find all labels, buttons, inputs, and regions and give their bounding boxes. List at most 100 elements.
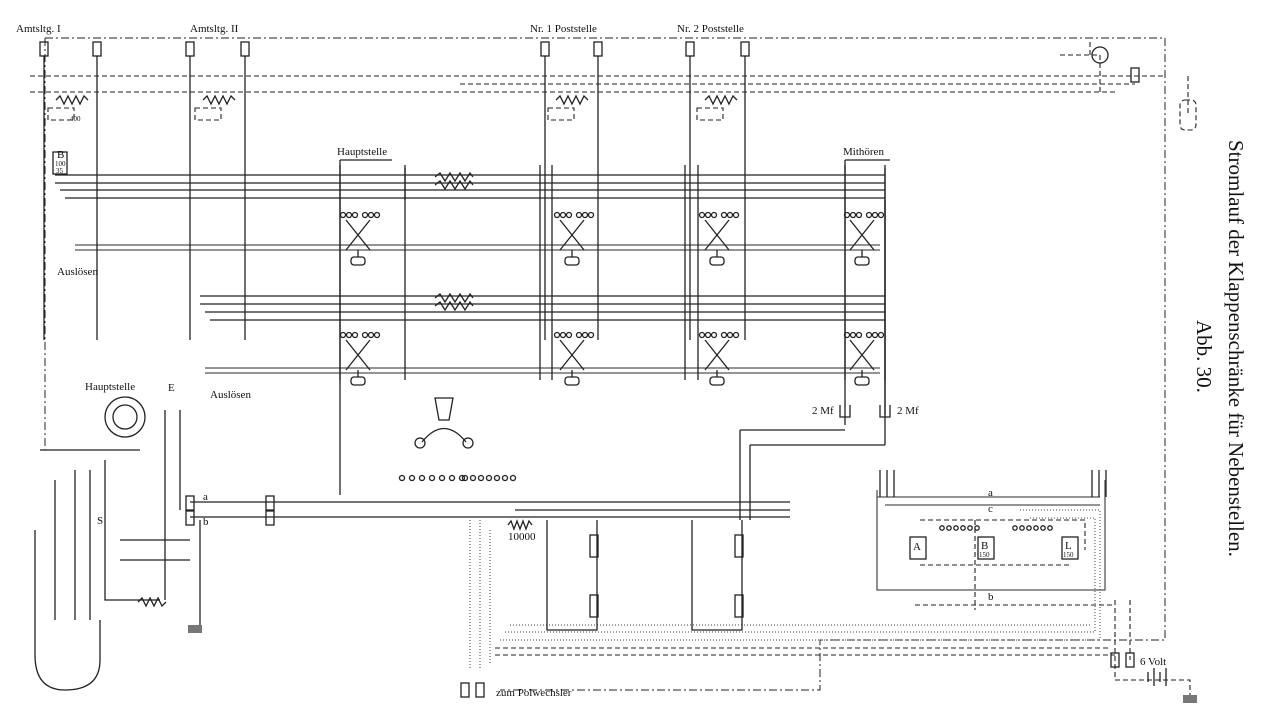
relay-contact: [939, 525, 945, 531]
switch-spring: [849, 339, 875, 371]
label-terminal-b: b: [203, 516, 209, 528]
key-contact: [458, 474, 466, 482]
jack-contact: [849, 211, 857, 219]
generated-elements: [39, 41, 1140, 698]
label-amtsltg-1: Amtsltg. I: [16, 23, 61, 35]
label-mithoeren: Mithören: [843, 146, 884, 158]
terminal-jack: [460, 682, 470, 698]
jack-contact: [339, 331, 347, 339]
relay-contact: [1026, 525, 1032, 531]
jack-contact: [581, 211, 589, 219]
key-contact: [418, 474, 426, 482]
drop-indicator: [704, 94, 738, 106]
jack-contact: [587, 331, 595, 339]
key-contact: [477, 474, 485, 482]
ground-icon: [1183, 695, 1197, 703]
lamp-icon: [350, 376, 366, 386]
switch-spring: [704, 219, 730, 251]
key-contact: [485, 474, 493, 482]
jack-contact: [726, 331, 734, 339]
lamp-icon: [854, 376, 870, 386]
relay-contact: [974, 525, 980, 531]
relay-group: [691, 520, 743, 631]
drop-relay-b: [52, 151, 68, 175]
label-s: S: [97, 515, 103, 527]
label-polwechsler: zum Polwechsler: [496, 687, 572, 699]
terminal-jack: [265, 495, 275, 511]
lamp-icon: [854, 256, 870, 266]
terminal-jack: [685, 41, 695, 57]
jack-contact: [855, 211, 863, 219]
label-poststelle-2: Nr. 2 Poststelle: [677, 23, 744, 35]
drop-indicator-frame: [547, 107, 575, 121]
label-hauptstelle-bottom: Hauptstelle: [85, 381, 135, 393]
wiring: [30, 37, 1191, 700]
label-hauptstelle-top: Hauptstelle: [337, 146, 387, 158]
label-ausloesen-1: Auslösen: [57, 266, 98, 278]
relay-contact: [953, 525, 959, 531]
handset-icon: [1179, 99, 1197, 131]
label-relay-l: L: [1065, 540, 1072, 552]
jack-contact: [373, 211, 381, 219]
jack-contact: [732, 331, 740, 339]
jack-contact: [351, 211, 359, 219]
switch-spring: [559, 219, 585, 251]
relay-contact: [1019, 525, 1025, 531]
switch-spring: [849, 219, 875, 251]
label-amtsltg-2: Amtsltg. II: [190, 23, 239, 35]
switch-spring: [345, 339, 371, 371]
key-contact: [501, 474, 509, 482]
key-contact: [448, 474, 456, 482]
terminal-jack: [740, 41, 750, 57]
capacitor-icon: [839, 405, 891, 418]
jack-contact: [345, 331, 353, 339]
label-e: E: [168, 382, 175, 394]
relay-b: [977, 536, 995, 560]
relay-contact: [967, 525, 973, 531]
label-wire-a: a: [988, 487, 993, 499]
jack-contact: [559, 331, 567, 339]
label-poststelle-1: Nr. 1 Poststelle: [530, 23, 597, 35]
jack-contact: [871, 331, 879, 339]
jack-contact: [345, 211, 353, 219]
resistor-icon: [507, 519, 533, 531]
relay-coil: [589, 534, 599, 558]
label-wire-c: c: [988, 503, 993, 515]
terminal-jack: [540, 41, 550, 57]
jack-contact: [855, 331, 863, 339]
key-contact: [461, 474, 469, 482]
drop-indicator-frame: [696, 107, 724, 121]
drop-indicator-frame: [194, 107, 222, 121]
jack-contact: [587, 211, 595, 219]
label-drop-35: 35: [56, 167, 64, 175]
battery-icon: [1147, 668, 1167, 686]
ringer-icon: [1091, 46, 1109, 64]
label-ausloesen-2: Auslösen: [210, 389, 251, 401]
relay-coil: [589, 594, 599, 618]
relay-group: [546, 520, 598, 631]
jack-contact: [865, 331, 873, 339]
label-drop-100: 100: [55, 160, 66, 168]
relay-a: [909, 536, 927, 560]
terminal-jack: [1130, 67, 1140, 83]
lamp-icon: [709, 256, 725, 266]
label-relay-b-ohm: 150: [979, 551, 990, 559]
label-relay-l-ohm: 150: [1063, 551, 1074, 559]
lamp-icon: [564, 376, 580, 386]
lamp-icon: [564, 256, 580, 266]
label-cap-1: 2 Mf: [812, 405, 834, 417]
terminal-jack: [185, 495, 195, 511]
label-resistor-10000: 10000: [508, 531, 536, 543]
label-relay-b: B: [981, 540, 988, 552]
jack-contact: [720, 331, 728, 339]
jack-contact: [710, 331, 718, 339]
terminal-jack: [92, 41, 102, 57]
key-contact: [398, 474, 406, 482]
key-contact: [469, 474, 477, 482]
jack-contact: [704, 211, 712, 219]
label-wire-b: b: [988, 591, 994, 603]
jack-contact: [698, 331, 706, 339]
drop-indicator: [202, 94, 236, 106]
label-drop-b: B: [57, 149, 64, 161]
